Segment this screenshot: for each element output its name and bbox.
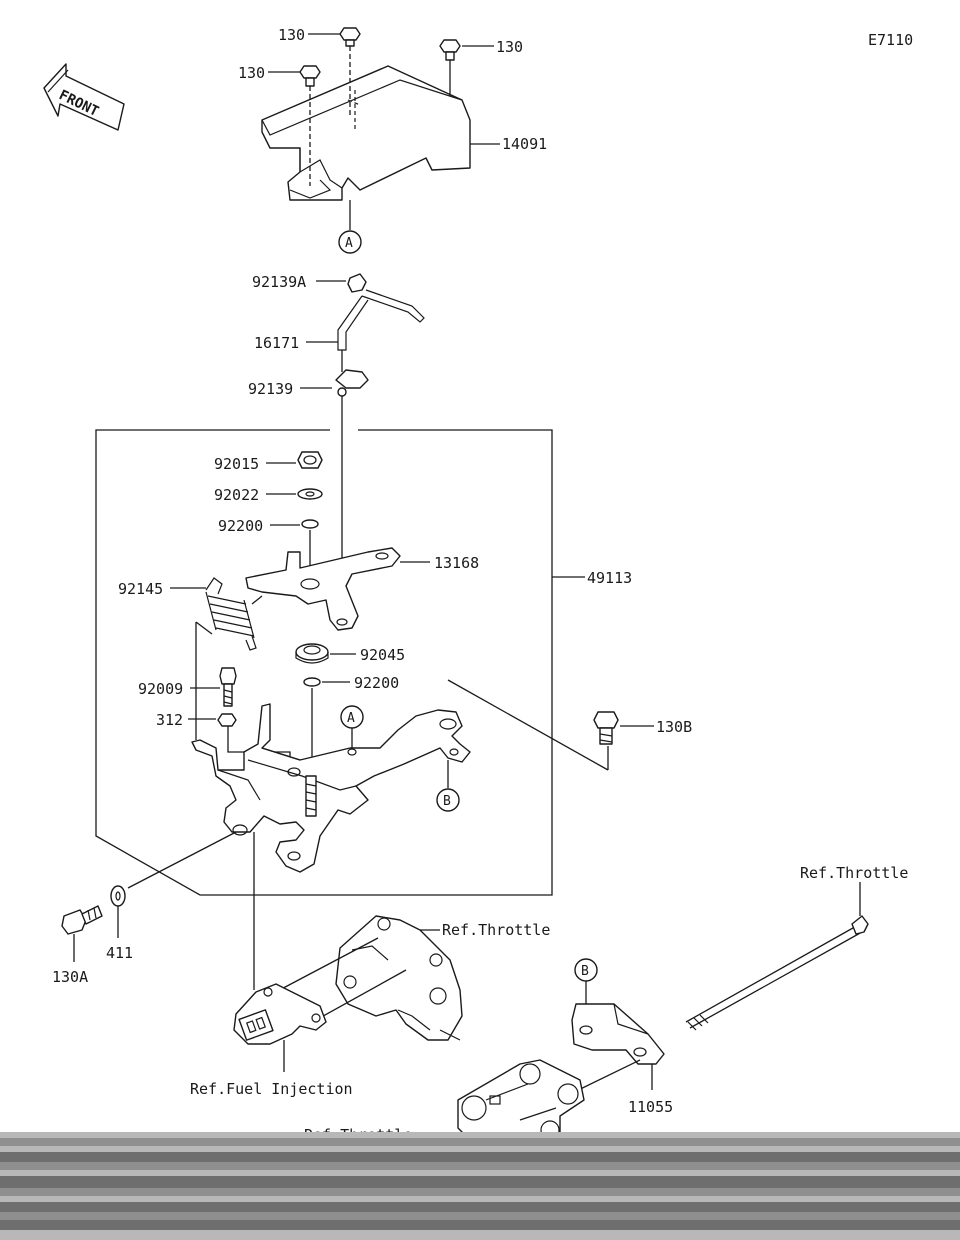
callout-92139: 92139 (248, 380, 293, 398)
throttle-rod-16171 (337, 289, 425, 372)
ref-fuel-injection: Ref.Fuel Injection (190, 1080, 353, 1098)
callout-92015: 92015 (214, 455, 259, 473)
marker-a-mid: A (347, 711, 355, 726)
callout-130B: 130B (656, 718, 692, 736)
front-arrow-icon: FRONT (43, 63, 125, 131)
plate-13168 (245, 547, 401, 631)
callout-92200-top: 92200 (218, 517, 263, 535)
callout-49113: 49113 (587, 569, 632, 587)
clamp-92139 (335, 369, 369, 580)
callout-92045: 92045 (360, 646, 405, 664)
marker-b-low: B (581, 964, 589, 979)
callout-130-b: 130 (496, 38, 523, 56)
bracket-14091 (261, 65, 471, 201)
callout-130A: 130A (52, 968, 88, 986)
washer-92022 (297, 488, 323, 500)
bracket-11055 (571, 1003, 665, 1065)
scan-noise-band (0, 1132, 960, 1240)
callout-14091: 14091 (502, 135, 547, 153)
bolt-130-top-right (439, 39, 461, 96)
spring-92145 (205, 577, 263, 651)
throttle-sensor (233, 983, 327, 1045)
marker-a-top-circle (338, 230, 362, 254)
ref-throttle-mid: Ref.Throttle (442, 921, 550, 939)
collar-92045 (295, 643, 329, 664)
nut-312 (217, 713, 237, 727)
bolt-130A (61, 905, 103, 935)
callout-92022: 92022 (214, 486, 259, 504)
mounting-bracket (191, 703, 471, 873)
diagram-code: E7110 (868, 31, 913, 49)
bolt-92009 (219, 667, 237, 707)
bolt-130B (593, 711, 619, 745)
callout-130-c: 130 (238, 64, 265, 82)
ref-throttle-right: Ref.Throttle (800, 864, 908, 882)
callout-312: 312 (156, 711, 183, 729)
throttle-body-bottom (457, 1059, 641, 1141)
callout-11055: 11055 (628, 1098, 673, 1116)
callout-92139A: 92139A (252, 273, 306, 291)
marker-b-mid-circle (436, 788, 460, 812)
clamp-92139A (347, 273, 367, 293)
callout-130-a: 130 (278, 26, 305, 44)
callout-92200-bottom: 92200 (354, 674, 399, 692)
marker-a-top: A (345, 236, 353, 251)
callout-411: 411 (106, 944, 133, 962)
nut-92015 (297, 451, 323, 469)
callout-92145: 92145 (118, 580, 163, 598)
callout-16171: 16171 (254, 334, 299, 352)
washer-92200-bottom (303, 677, 321, 687)
washer-92200-top (301, 519, 319, 529)
marker-b-mid: B (443, 794, 451, 809)
callout-13168: 13168 (434, 554, 479, 572)
assembly-49113-outline (95, 429, 553, 896)
callout-92009: 92009 (138, 680, 183, 698)
washer-411 (110, 885, 126, 907)
throttle-shaft (685, 915, 869, 1031)
